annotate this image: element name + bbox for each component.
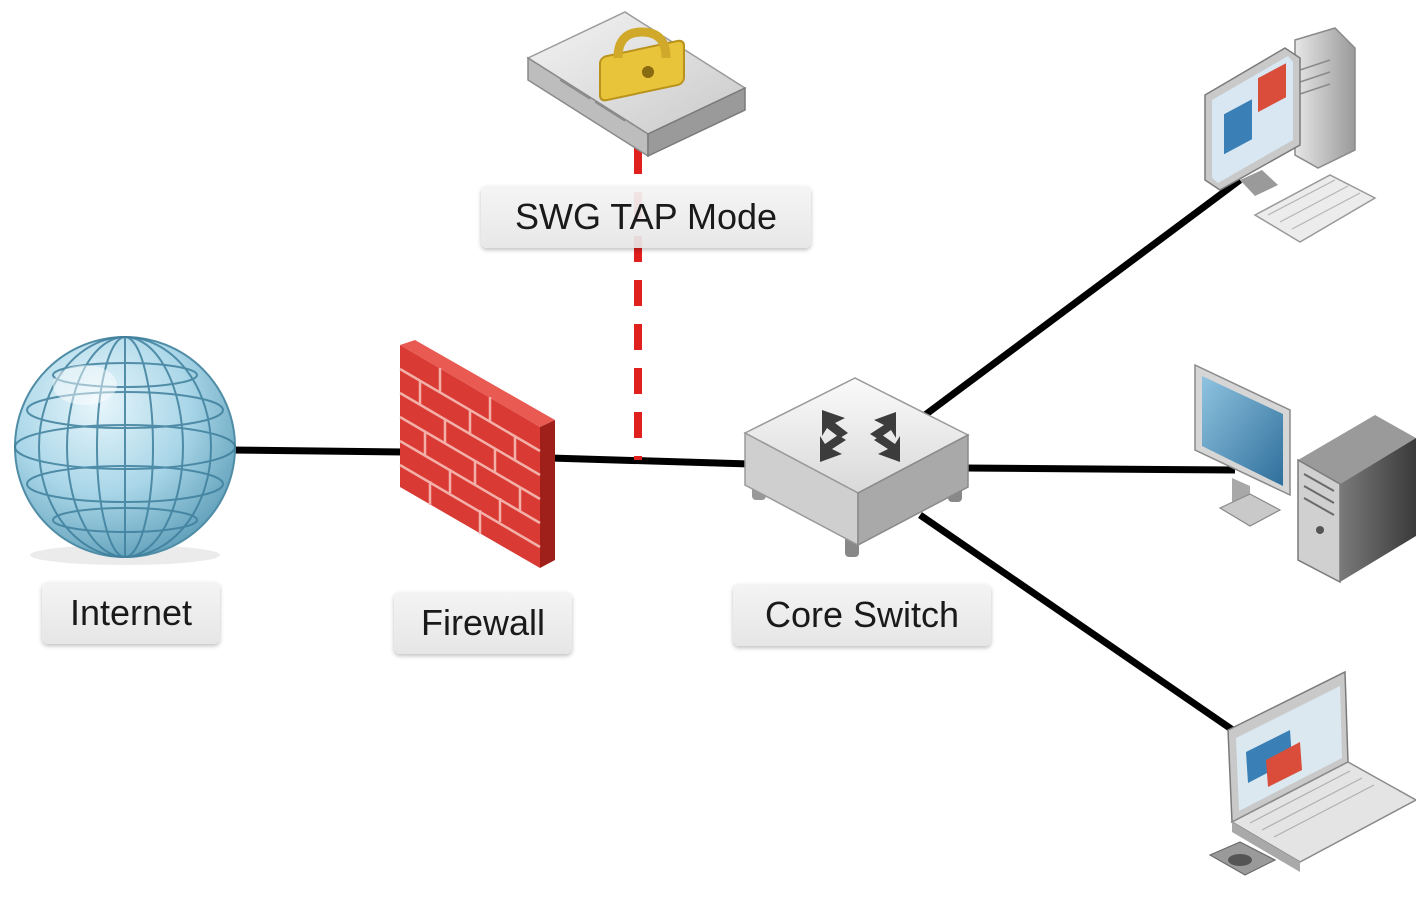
- core-switch-label: Core Switch: [733, 584, 991, 646]
- switch-icon: [743, 377, 970, 557]
- laptop-icon: [1208, 670, 1416, 876]
- link-internet-firewall: [229, 446, 406, 456]
- internet-label: Internet: [42, 582, 220, 644]
- desktop-computer-icon: [1194, 363, 1416, 584]
- locked-appliance-icon: [526, 11, 747, 158]
- firewall-label: Firewall: [394, 592, 572, 654]
- brick-wall-icon: [399, 340, 555, 568]
- link-core-switch-desktop-2: [964, 464, 1236, 474]
- swg-tap-mode-label: SWG TAP Mode: [481, 186, 811, 248]
- link-core-switch-laptop: [918, 512, 1242, 738]
- link-core-switch-desktop-1: [922, 177, 1243, 418]
- desktop-computer-icon: [1204, 27, 1377, 243]
- globe-icon: [14, 336, 236, 565]
- link-firewall-core-switch: [549, 454, 751, 468]
